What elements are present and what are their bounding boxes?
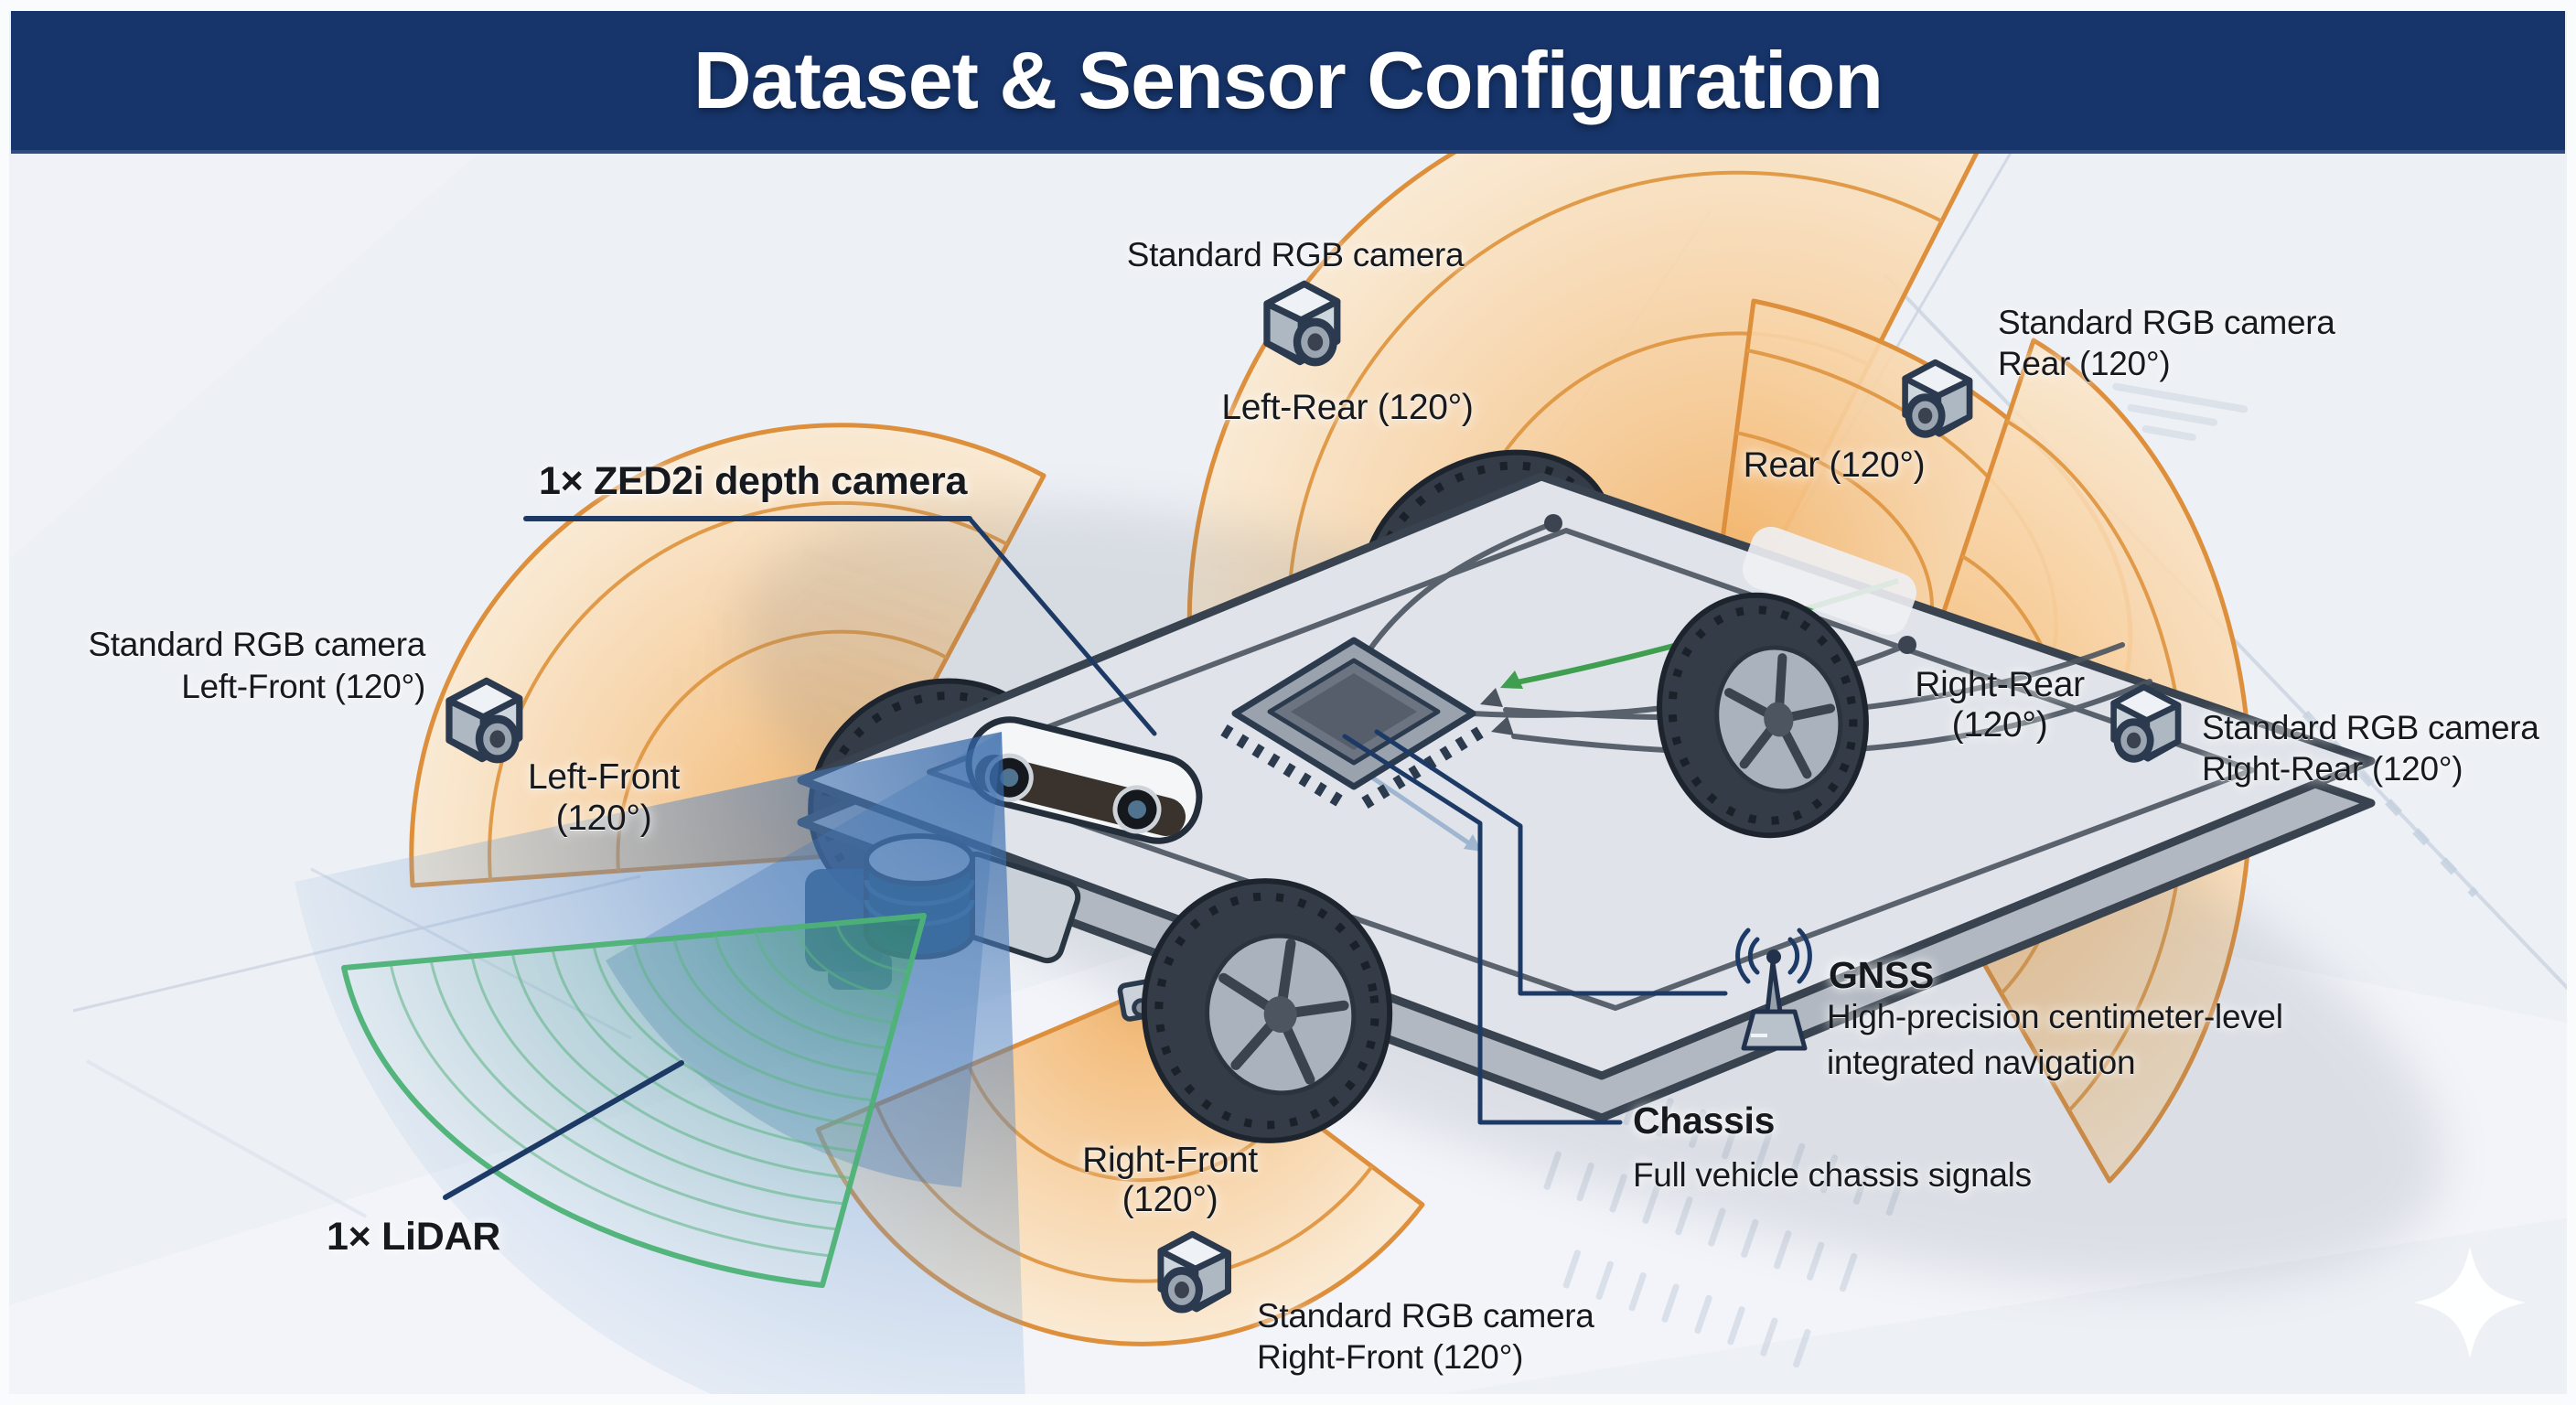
chassis-description: Full vehicle chassis signals bbox=[1633, 1156, 2032, 1194]
title-bar: Dataset & Sensor Configuration bbox=[11, 11, 2565, 154]
zed-leader-line bbox=[967, 516, 1157, 736]
chassis-leader-line bbox=[1342, 734, 1623, 1125]
gnss-description: High-precision centimeter-level integrat… bbox=[1827, 998, 2283, 1081]
gnss-title: GNSS bbox=[1829, 954, 1934, 996]
label-lidar: 1× LiDAR bbox=[327, 1215, 500, 1259]
dash-decal-right bbox=[2112, 382, 2249, 442]
label-camera-right-front: Standard RGB camera Right-Front (120°) bbox=[1257, 1297, 1594, 1376]
lidar-leader-line bbox=[443, 1060, 684, 1200]
leader-lines bbox=[443, 516, 1728, 1200]
frame-bottom bbox=[0, 1394, 2576, 1405]
label-zed-camera: 1× ZED2i depth camera bbox=[539, 459, 968, 503]
gnss-leader-line bbox=[1374, 729, 1728, 996]
fov-label-left-rear: Left-Rear (120°) bbox=[1221, 388, 1474, 427]
fov-label-right-front: Right-Front (120°) bbox=[1082, 1141, 1258, 1219]
page-title: Dataset & Sensor Configuration bbox=[693, 35, 1884, 125]
chassis-title: Chassis bbox=[1633, 1099, 1776, 1142]
wheel-rear-right bbox=[1657, 592, 1869, 839]
label-camera-left-rear: Standard RGB camera bbox=[1126, 236, 1465, 273]
gnss-antenna-icon bbox=[1735, 928, 1812, 1051]
battery-pack bbox=[1742, 526, 1917, 636]
label-camera-rear: Standard RGB camera Rear (120°) bbox=[1998, 304, 2335, 382]
fov-label-right-rear: Right-Rear (120°) bbox=[1915, 665, 2085, 745]
label-camera-right-rear: Standard RGB camera Right-Rear (120°) bbox=[2202, 709, 2539, 788]
wheel-front-right bbox=[1141, 878, 1393, 1143]
frame-right bbox=[2567, 0, 2576, 1405]
fov-label-left-front: Left-Front (120°) bbox=[527, 757, 681, 838]
platform-top bbox=[797, 472, 2376, 1080]
fov-cone-lidar bbox=[341, 913, 927, 1288]
label-camera-left-front: Standard RGB camera Left-Front (120°) bbox=[88, 626, 425, 705]
fov-label-rear: Rear (120°) bbox=[1743, 445, 1926, 485]
frame-left bbox=[0, 0, 9, 1405]
frame-top bbox=[0, 0, 2576, 11]
ecu-chip-icon bbox=[1220, 637, 1487, 809]
sparkle-icon bbox=[2414, 1247, 2526, 1358]
